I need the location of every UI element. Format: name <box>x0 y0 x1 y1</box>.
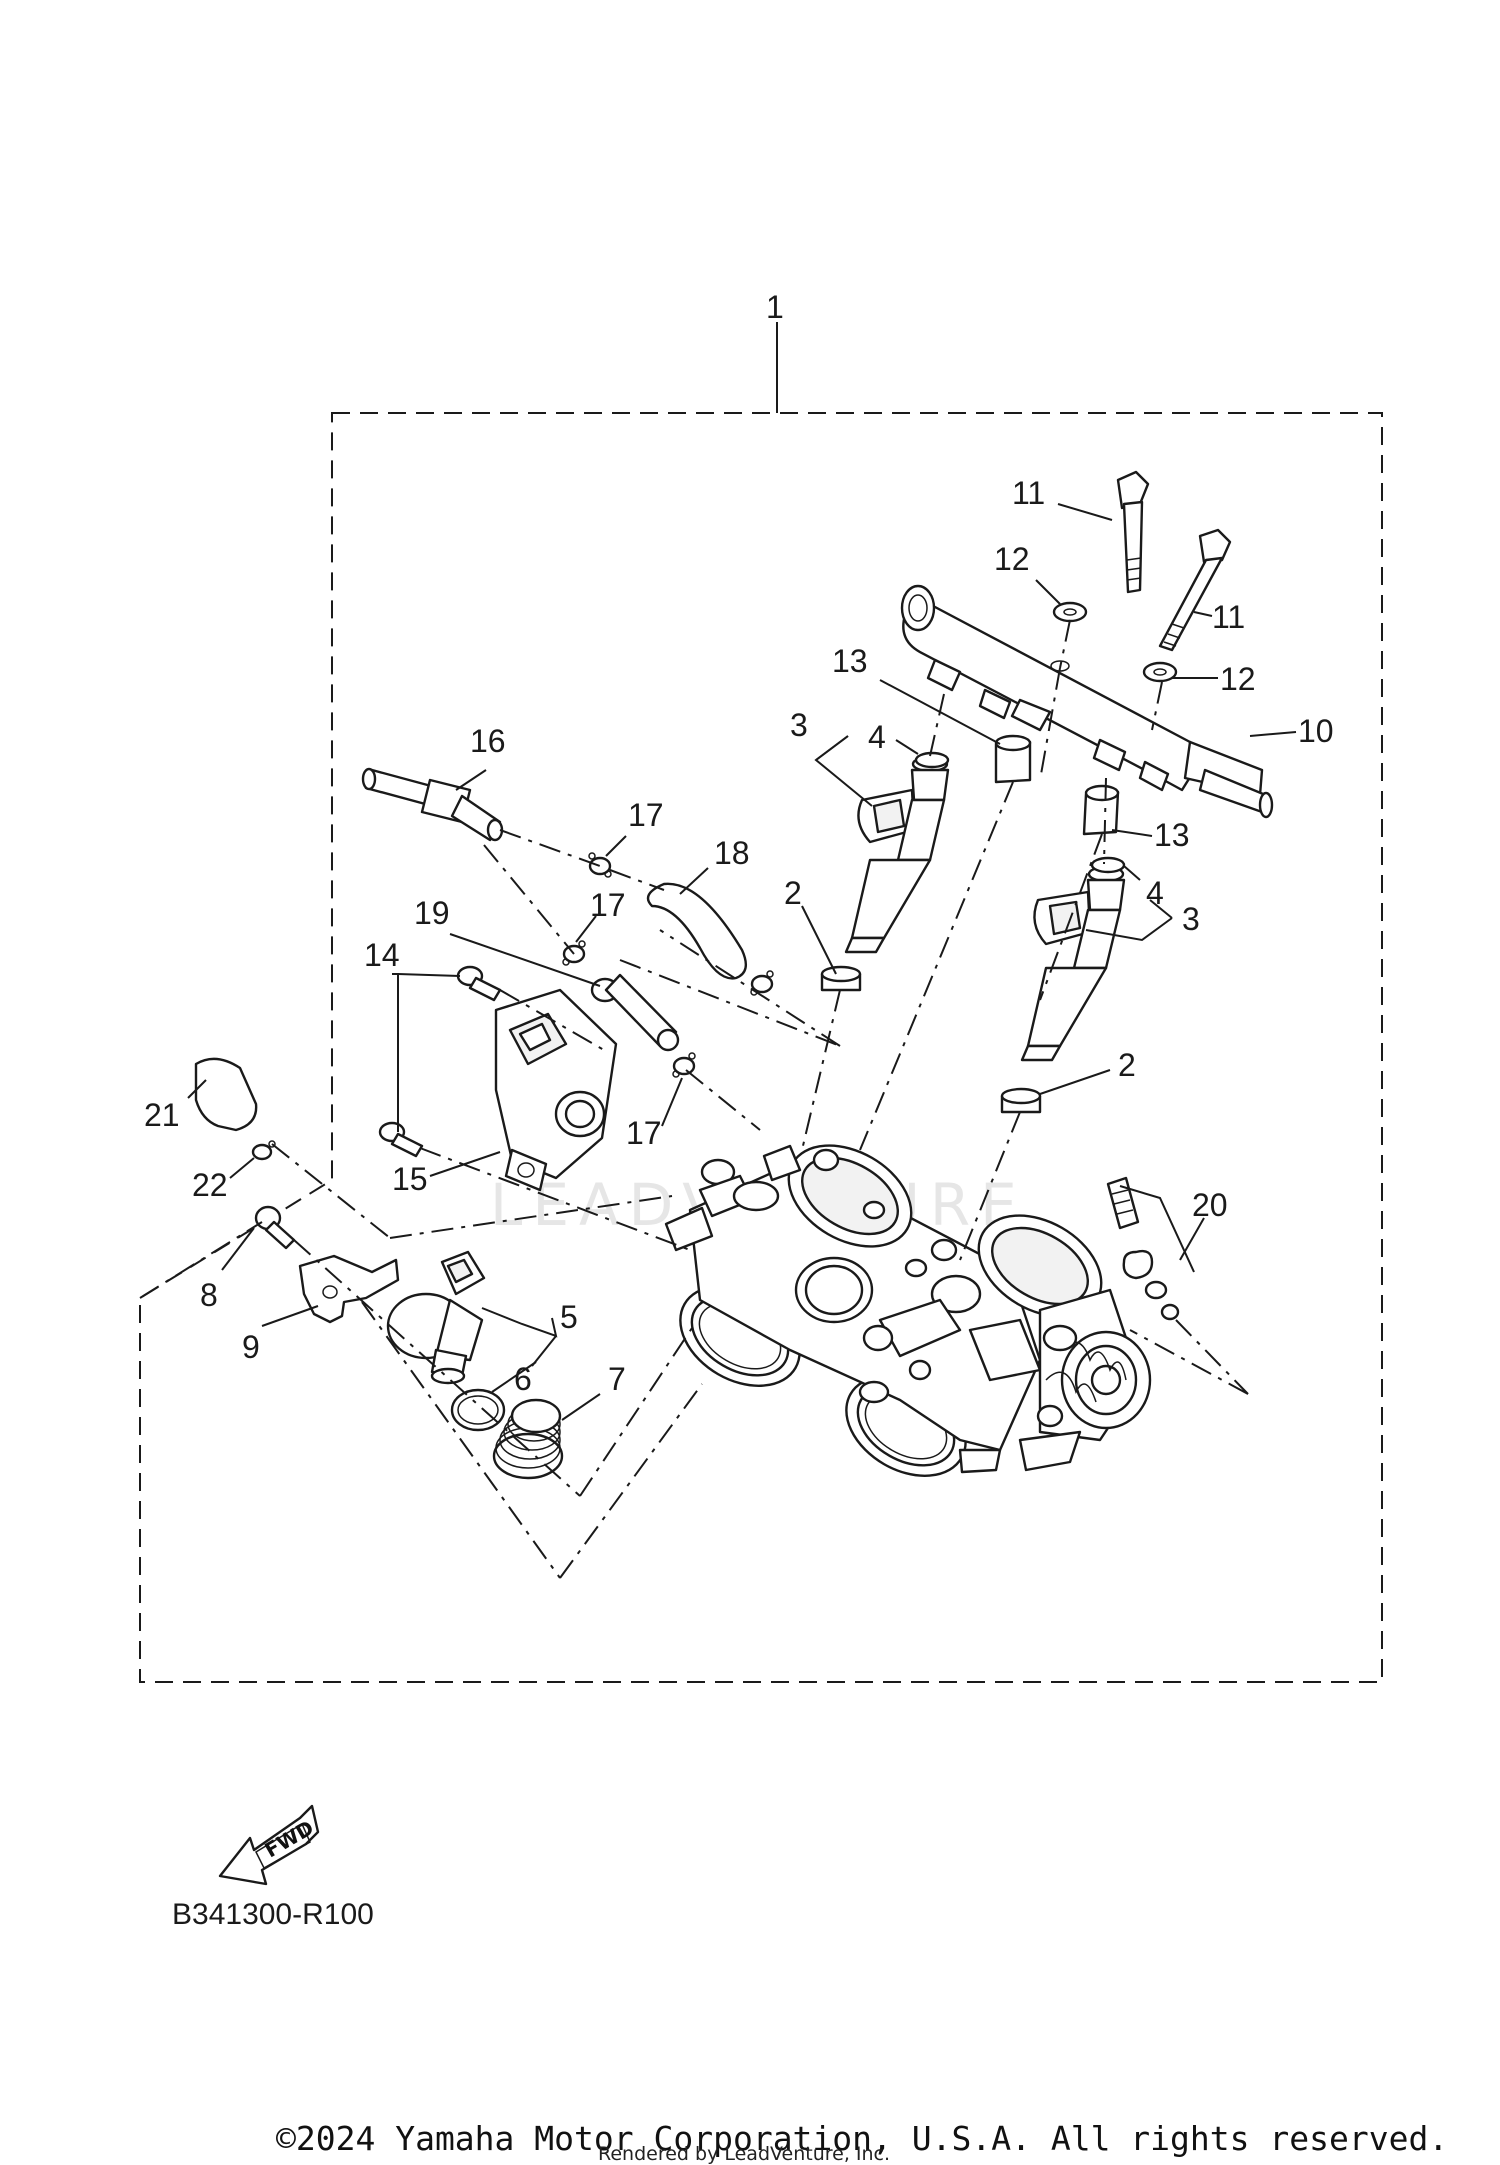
callout-4: 4 <box>1146 875 1164 911</box>
fwd-arrow-icon: FWD <box>218 1804 320 1886</box>
injector-right <box>1020 865 1126 1062</box>
callout-13: 13 <box>832 643 868 679</box>
callout-13: 13 <box>1154 817 1190 853</box>
o-ring-right <box>1090 856 1126 874</box>
assembly-boundary <box>139 412 1383 1683</box>
callout-3: 3 <box>1182 901 1200 937</box>
copyright-notice: ©2024 Yamaha Motor Corporation, U.S.A. A… <box>276 2119 1448 2158</box>
diagram-code: B341300-R100 <box>172 1898 374 1931</box>
callout-1: 1 <box>766 289 784 325</box>
callout-10: 10 <box>1298 713 1334 749</box>
callout-12: 12 <box>1220 661 1256 697</box>
clamp-22 <box>251 1140 276 1161</box>
spacer-left <box>994 734 1032 784</box>
callout-17: 17 <box>626 1115 662 1151</box>
joint-pipe <box>361 767 504 842</box>
callout-11: 11 <box>1012 475 1045 511</box>
screw-lower <box>378 1121 424 1158</box>
o-ring-left <box>914 751 950 769</box>
callout-16: 16 <box>470 723 506 759</box>
callout-2: 2 <box>784 875 802 911</box>
callout-17: 17 <box>628 797 664 833</box>
bracket-hole <box>322 1285 338 1299</box>
collar-right <box>1142 661 1178 683</box>
callout-9: 9 <box>242 1329 260 1365</box>
callout-17: 17 <box>590 887 626 923</box>
callout-4: 4 <box>868 719 886 755</box>
callout-5: 5 <box>560 1299 578 1335</box>
callout-22: 22 <box>192 1167 228 1203</box>
fuel-rail <box>900 584 1274 819</box>
center-lines <box>139 619 1249 1579</box>
callout-2: 2 <box>1118 1047 1136 1083</box>
clip-upper <box>588 852 612 878</box>
hose-19 <box>590 973 680 1052</box>
seal-left <box>820 965 862 992</box>
hose-18 <box>646 882 748 980</box>
bolt-right <box>1158 528 1232 652</box>
spacer-right <box>1082 784 1120 836</box>
screw-8 <box>254 1205 296 1250</box>
screw-upper <box>456 965 502 1002</box>
throttle-position-sensor <box>494 988 618 1192</box>
sensor-5 <box>386 1250 486 1385</box>
callout-12: 12 <box>994 541 1030 577</box>
bolt-left <box>1116 470 1150 594</box>
clip-lower <box>672 1052 696 1078</box>
injector-left <box>844 755 950 954</box>
callout-6: 6 <box>514 1361 532 1397</box>
callout-14: 14 <box>364 937 400 973</box>
leader-lines <box>187 503 1297 1421</box>
callout-3: 3 <box>790 707 808 743</box>
adjust-screw-set <box>1106 1176 1180 1321</box>
callout-20: 20 <box>1192 1187 1228 1223</box>
collar-left <box>1052 601 1088 623</box>
callout-18: 18 <box>714 835 750 871</box>
cap-21 <box>194 1057 258 1132</box>
spring-7 <box>492 1398 564 1480</box>
callout-21: 21 <box>144 1097 180 1133</box>
callout-19: 19 <box>414 895 450 931</box>
callout-11: 11 <box>1212 599 1245 635</box>
callout-8: 8 <box>200 1277 218 1313</box>
rendered-by: Rendered by LeadVenture, Inc. <box>598 2143 890 2165</box>
seal-right <box>1000 1087 1042 1114</box>
callout-15: 15 <box>392 1161 428 1197</box>
throttle-body <box>664 1144 1152 1477</box>
callout-7: 7 <box>608 1361 626 1397</box>
clip-hose-end <box>750 970 774 996</box>
callouts: 1 11 11 12 12 10 13 13 3 4 4 3 2 2 16 17… <box>144 289 1334 1397</box>
